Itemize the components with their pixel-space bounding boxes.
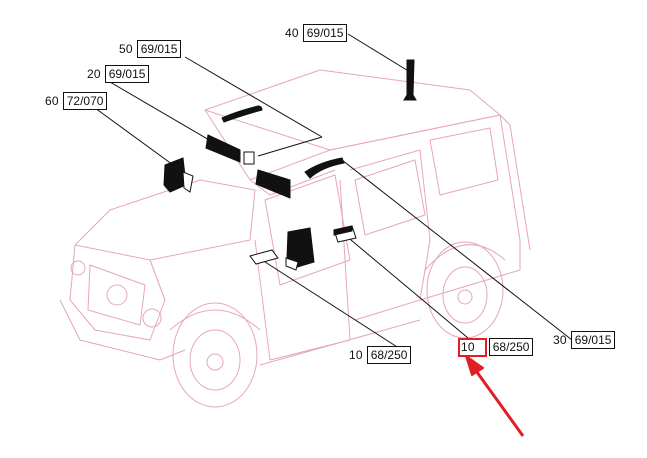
highlight-arrow bbox=[465, 355, 525, 437]
callout-ref: 69/015 bbox=[104, 65, 150, 83]
part-20-visor-right bbox=[255, 169, 291, 199]
part-50-handle bbox=[221, 105, 263, 123]
callout-40[interactable]: 40 69/015 bbox=[285, 24, 348, 42]
part-mirror-mount bbox=[243, 151, 255, 165]
part-mirror-right bbox=[286, 227, 315, 269]
part-mirror-right-arm bbox=[285, 257, 299, 271]
leader-lines bbox=[94, 33, 573, 353]
callout-30[interactable]: 30 69/015 bbox=[553, 331, 616, 349]
leader-50 bbox=[184, 56, 323, 138]
callout-position: 30 bbox=[553, 333, 567, 347]
leader-30 bbox=[341, 159, 573, 341]
parts bbox=[163, 59, 417, 271]
part-20-visor-left bbox=[205, 134, 241, 163]
callout-position: 60 bbox=[45, 94, 59, 108]
leader-10a bbox=[261, 259, 406, 353]
part-30-handle bbox=[304, 157, 345, 179]
leader-40 bbox=[347, 33, 411, 73]
callout-50[interactable]: 50 69/015 bbox=[119, 40, 182, 58]
part-40-antenna bbox=[403, 59, 417, 101]
callout-ref: 69/015 bbox=[136, 40, 182, 58]
callout-10a[interactable]: 10 68/250 bbox=[349, 346, 412, 364]
part-60-mirror-arm bbox=[182, 171, 194, 193]
callout-position: 10 bbox=[349, 348, 363, 362]
leader-60 bbox=[94, 107, 181, 171]
callout-10b-highlighted[interactable]: 10 68/250 bbox=[458, 337, 534, 357]
callout-20[interactable]: 20 69/015 bbox=[87, 65, 150, 83]
callout-ref: 69/015 bbox=[302, 24, 348, 42]
part-10b-pad-top bbox=[333, 225, 353, 236]
callout-ref: 68/250 bbox=[366, 346, 412, 364]
callout-ref: 72/070 bbox=[62, 92, 108, 110]
vehicle-outline bbox=[59, 69, 531, 408]
callout-position: 50 bbox=[119, 42, 133, 56]
part-10a-pad bbox=[249, 249, 279, 265]
callout-position: 10 bbox=[458, 337, 487, 357]
leader-50-branch bbox=[257, 136, 323, 157]
callout-60[interactable]: 60 72/070 bbox=[45, 92, 108, 110]
callout-position: 20 bbox=[87, 67, 101, 81]
callout-ref: 69/015 bbox=[570, 331, 616, 349]
callout-ref: 68/250 bbox=[488, 338, 534, 356]
callout-position: 40 bbox=[285, 26, 299, 40]
part-60-mirror bbox=[163, 157, 187, 193]
leader-10b bbox=[344, 234, 469, 339]
